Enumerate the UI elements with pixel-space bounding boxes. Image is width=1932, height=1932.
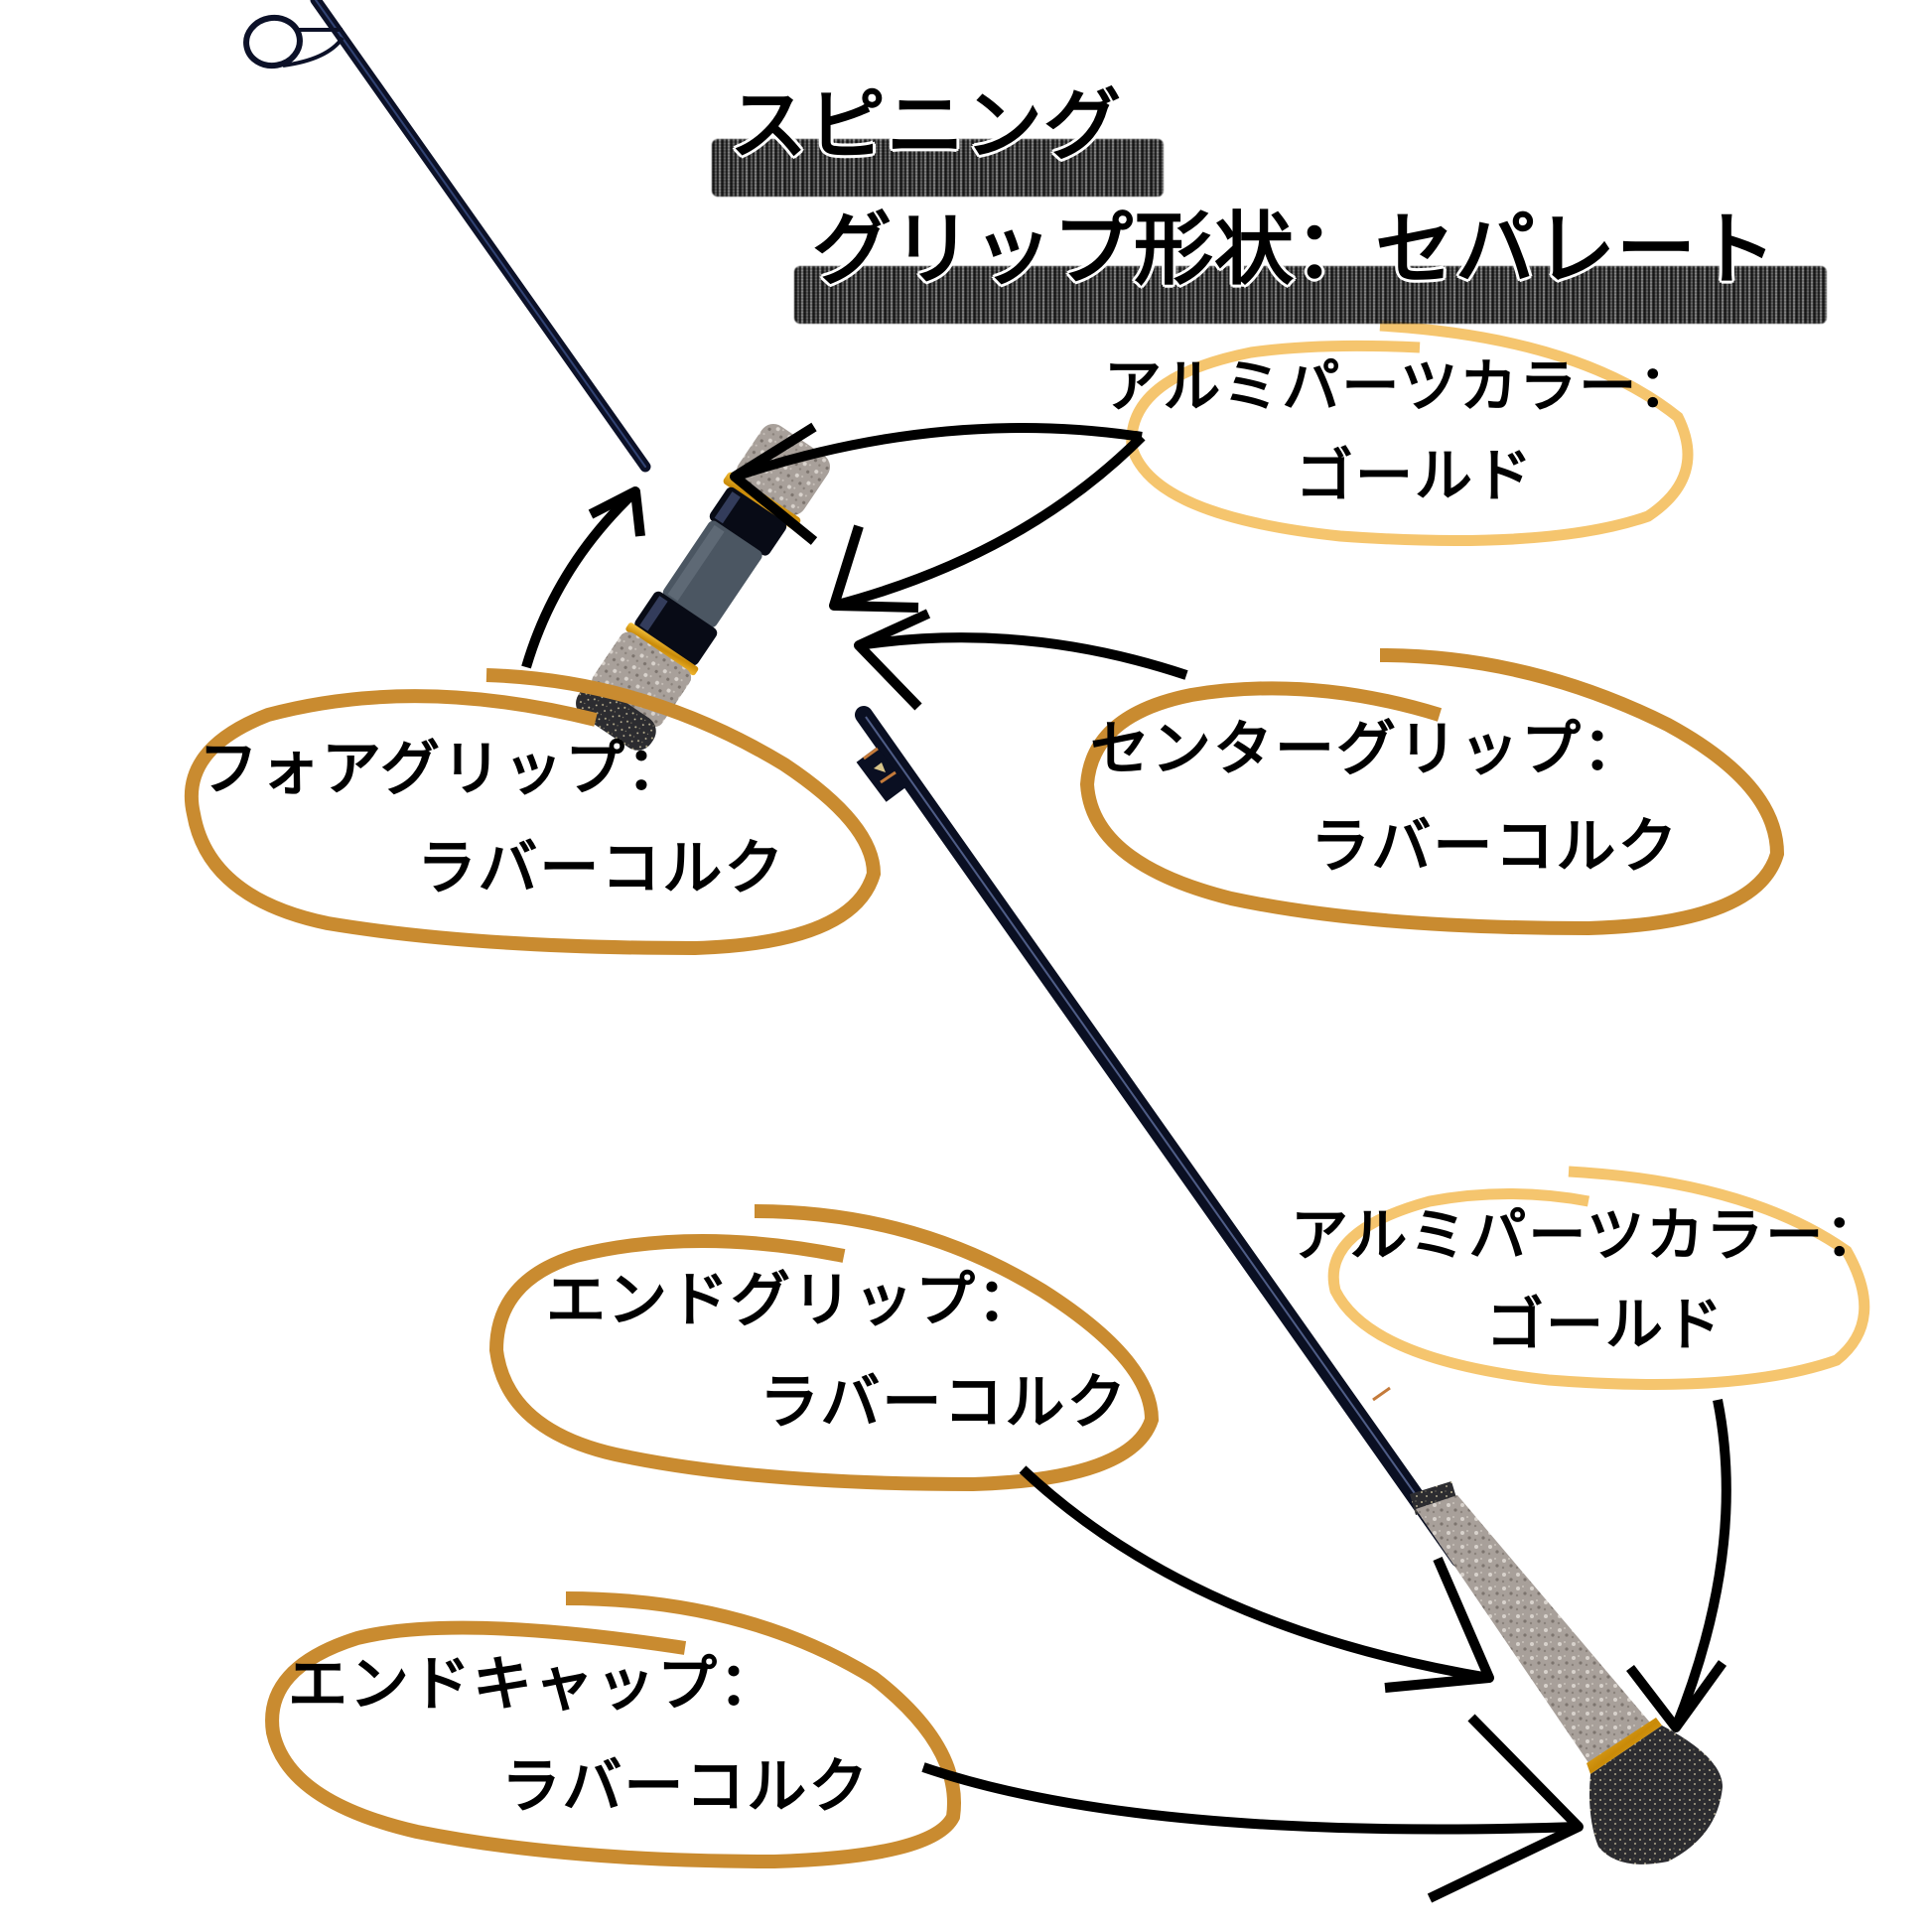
arrows	[521, 422, 1731, 1903]
arrow-fore-grip	[521, 487, 639, 669]
arrow-end-grip	[1019, 1465, 1490, 1683]
gold-ring-bottom	[1587, 1718, 1662, 1774]
callout-alumi-top-line1: アルミパーツカラー：	[1104, 352, 1699, 420]
title-brush-underline-2	[794, 266, 1827, 324]
end-cap-cork	[1589, 1725, 1723, 1864]
callout-end-cap-line1: エンドキャップ：	[288, 1650, 780, 1720]
callout-ellipse-center-grip	[1079, 648, 1785, 936]
callout-end-grip-line2: ラバーコルク	[759, 1368, 1129, 1438]
title-line-2: グリップ形状：セパレート	[812, 204, 1777, 296]
arrow-alumi-top-lower	[832, 433, 1146, 611]
callout-ellipse-alumi-top	[1126, 320, 1694, 546]
callout-ellipse-alumi-bottom	[1327, 1166, 1870, 1390]
callout-fore-grip-line1: フォアグリップ：	[199, 735, 688, 804]
callout-center-grip-line1: センターグリップ：	[1090, 715, 1644, 784]
title-brush-underline-1	[712, 139, 1164, 197]
callout-ellipse-fore-grip	[184, 668, 882, 956]
callout-alumi-top-line2: ゴールド	[1296, 442, 1535, 509]
title-line-1: スピニング	[730, 81, 1123, 171]
arrow-center-grip	[858, 632, 1188, 680]
reel-seat	[662, 520, 762, 627]
arrow-alumi-bottom	[1671, 1399, 1731, 1729]
arrow-end-cap	[921, 1762, 1580, 1835]
arrow-alumi-top	[733, 423, 1143, 482]
rod-blank	[310, 0, 1468, 1568]
callout-alumi-bottom-line2: ゴールド	[1486, 1291, 1725, 1358]
callout-ellipse-end-cap	[265, 1591, 961, 1869]
grip-assembly	[576, 424, 831, 751]
callout-end-cap-line2: ラバーコルク	[501, 1752, 871, 1822]
callout-alumi-bottom-line1: アルミパーツカラー：	[1291, 1201, 1885, 1269]
callout-center-grip-line2: ラバーコルク	[1311, 812, 1680, 882]
rod-logo-band	[856, 747, 907, 802]
callout-end-grip-line1: エンドグリップ：	[546, 1266, 1038, 1335]
callout-fore-grip-line2: ラバーコルク	[417, 834, 786, 903]
end-grip-assembly	[1410, 1481, 1723, 1864]
callout-ellipse-end-grip	[488, 1204, 1160, 1492]
tip-guide-icon	[243, 14, 345, 69]
end-grip-cork	[1416, 1495, 1650, 1767]
